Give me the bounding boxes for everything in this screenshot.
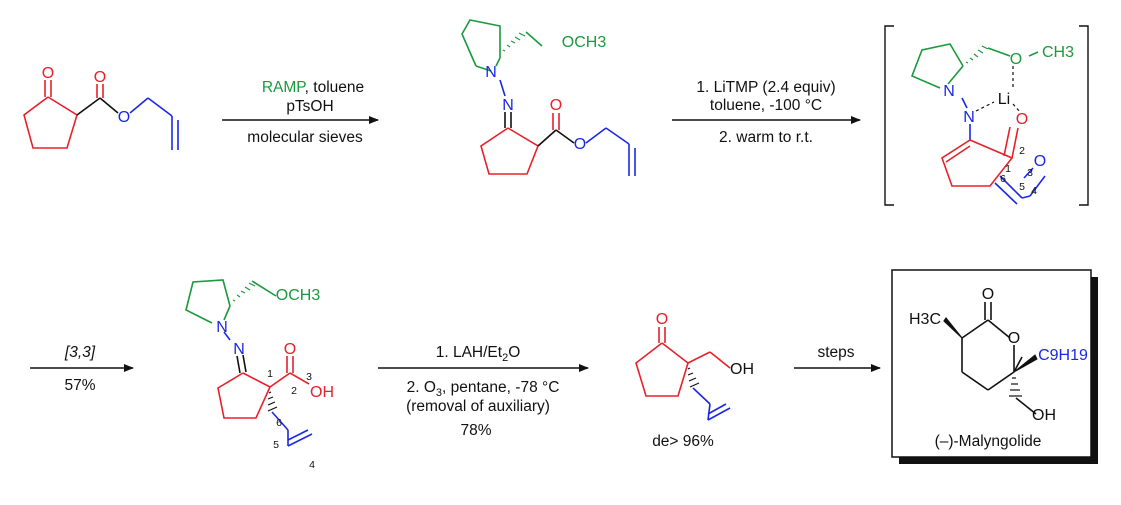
carbonyl-oxygen-label: O [550,97,562,114]
carbonyl-oxygen-label: O [94,69,106,86]
imine-nitrogen-label: N [233,341,245,358]
hashed-wedge-bond [232,282,256,302]
atom-number-6: 6 [1000,173,1006,185]
reaction-arrow-2: 1. LiTMP (2.4 equiv) toluene, -100 °C 2.… [672,79,861,146]
arrow2-reagent-line1: 1. LiTMP (2.4 equiv) [696,79,835,96]
ring-nitrogen-label: N [216,319,228,336]
hashed-wedge-bond [687,367,700,388]
enolate-oxygen-label: O [1016,111,1028,128]
ring-nitrogen-label: N [485,64,497,81]
allyl-ketoester-structure: O O O [23,65,179,150]
hydrazone-ester-structure: OCH3 N N O O [461,19,636,176]
lithium-azaenolate-intermediate: O CH3 N N Li O O 1 2 3 4 5 6 [884,25,1089,206]
hydroxyl-label: OH [310,384,334,401]
steps-label: steps [817,344,854,361]
arrow4-reagent-line3: (removal of auxiliary) [406,398,550,415]
methoxy-oxygen-label: O [1010,51,1022,68]
arrow2-condition-below: 2. warm to r.t. [719,129,813,146]
atom-number-4: 4 [309,459,315,471]
methoxy-label: OCH3 [276,287,321,304]
reaction-arrow-1: RAMP, toluene pTsOH molecular sieves [222,79,379,146]
product-name-label: (–)-Malyngolide [935,433,1042,450]
reaction-arrow-4: 1. LAH/Et2O 2. O3, pentane, -78 °C (remo… [378,344,589,439]
wedge-bond-methyl [943,316,963,339]
atom-number-2: 2 [1019,145,1025,157]
ether-oxygen-label: O [1034,153,1046,170]
yield-label: 57% [64,377,95,394]
ketone-oxygen-label: O [42,65,54,82]
hydroxymethyl-ketone-structure: O OH de> 96% [635,311,754,450]
methyl-label: H3C [909,311,941,328]
methoxy-label: OCH3 [562,34,607,51]
sigmatropic-label: [3,3] [64,344,96,361]
atom-number-6: 6 [276,417,282,429]
arrow4-reagent-line1: 1. LAH/Et2O [436,344,521,364]
hydrazone-acid-structure: OCH3 N N O OH 1 2 3 4 5 6 [185,279,334,471]
ester-oxygen-label: O [118,109,130,126]
atom-number-4: 4 [1031,185,1037,197]
atom-number-1: 1 [267,368,273,380]
ramp-label: RAMP [262,79,306,96]
lithium-label: Li [998,91,1010,108]
diastereomeric-excess-label: de> 96% [652,433,714,450]
ring-oxygen-label: O [1008,330,1020,347]
arrow1-reagent-line1: RAMP, toluene [262,79,364,96]
atom-number-1: 1 [1005,163,1011,175]
toluene-label: , toluene [305,79,364,96]
atom-number-2: 2 [291,385,297,397]
imine-nitrogen-label: N [963,109,975,126]
atom-number-3: 3 [1027,167,1033,179]
ester-oxygen-label: O [574,136,586,153]
reaction-arrow-3: [3,3] 57% [30,344,134,394]
wedge-bond-chain [1013,354,1038,373]
hydroxyl-label: OH [730,361,754,378]
arrow2-reagent-line2: toluene, -100 °C [710,97,822,114]
hashed-wedge-bond [502,32,526,52]
box-frame [891,269,1092,458]
arrow1-reagent-line2: pTsOH [286,98,333,115]
nonyl-chain-label: C9H19 [1038,347,1088,364]
ketone-oxygen-label: O [656,311,668,328]
imine-nitrogen-label: N [502,97,514,114]
hashed-wedge-bond [965,45,989,64]
malyngolide-box: H3C O O C9H19 OH (–)-Malyngolide [891,269,1098,464]
arrow4-reagent-line2: 2. O3, pentane, -78 °C [407,379,560,399]
arrow4-yield: 78% [460,422,491,439]
carbonyl-oxygen-label: O [284,341,296,358]
atom-number-3: 3 [306,371,312,383]
methyl-label: CH3 [1042,44,1074,61]
carbonyl-oxygen-label: O [982,286,994,303]
hashed-wedge-bond [1009,377,1022,397]
brackets [884,25,1089,206]
hydroxyl-label: OH [1032,407,1056,424]
reaction-arrow-5: steps [794,344,881,372]
ring-nitrogen-label: N [943,83,955,100]
hashed-wedge-bond [267,391,278,412]
arrow1-condition-below: molecular sieves [247,129,363,146]
atom-number-5: 5 [1019,181,1025,193]
atom-number-5: 5 [273,439,279,451]
